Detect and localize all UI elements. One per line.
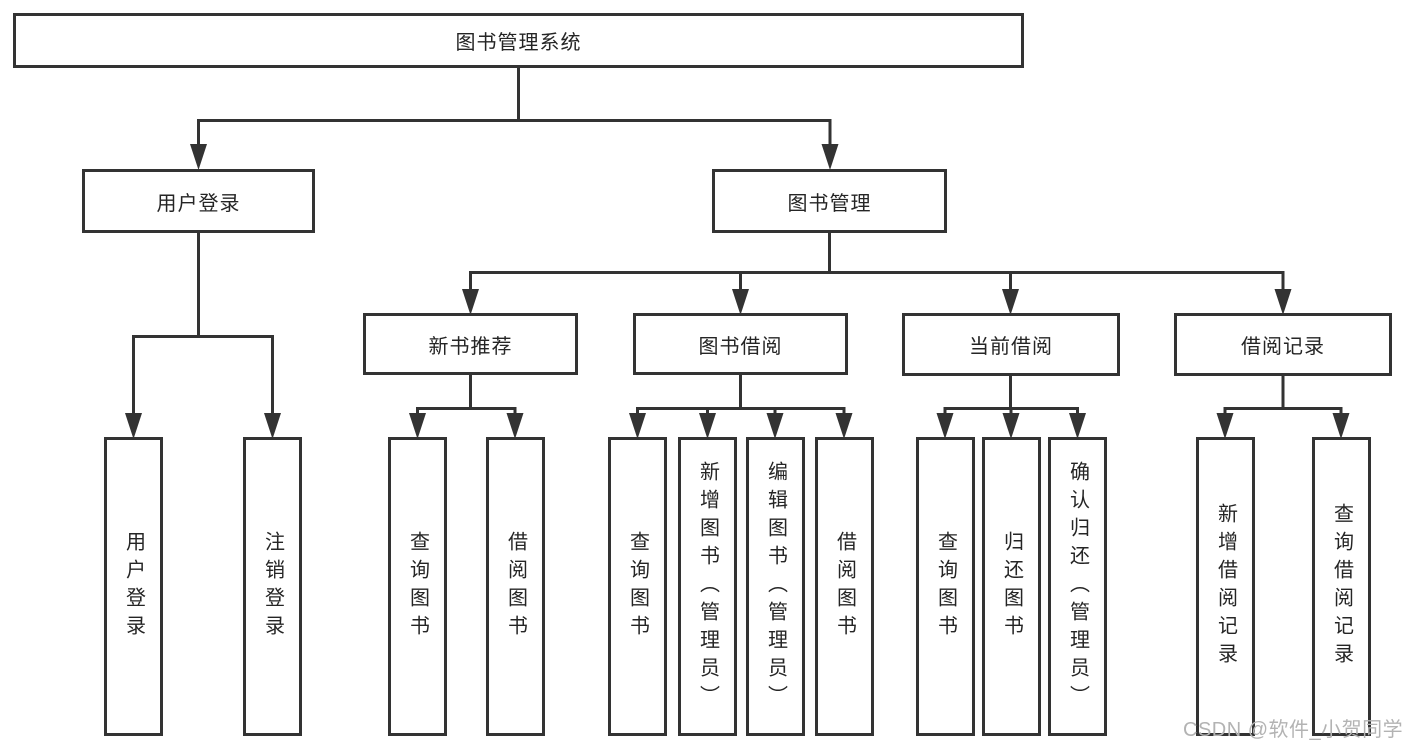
node-library-system: 图书管理系统 [13, 13, 1024, 68]
node-new-book-recommend: 新书推荐 [363, 313, 578, 375]
csdn-watermark: CSDN @软件_小贺同学 [1183, 719, 1404, 741]
node-current-borrow: 当前借阅 [902, 313, 1120, 376]
leaf-query-book-3: 查询图书 [916, 437, 975, 736]
leaf-query-borrow-record: 查询借阅记录 [1312, 437, 1371, 736]
node-user-login: 用户登录 [82, 169, 315, 233]
node-book-management: 图书管理 [712, 169, 947, 233]
leaf-edit-book-admin: 编辑图书（管理员） [746, 437, 805, 736]
leaf-add-borrow-record: 新增借阅记录 [1196, 437, 1255, 736]
leaf-confirm-return-admin: 确认归还（管理员） [1048, 437, 1107, 736]
node-book-borrow: 图书借阅 [633, 313, 848, 375]
leaf-logout: 注销登录 [243, 437, 302, 736]
leaf-query-book-2: 查询图书 [608, 437, 667, 736]
node-borrow-records: 借阅记录 [1174, 313, 1392, 376]
leaf-return-book: 归还图书 [982, 437, 1041, 736]
leaf-user-login: 用户登录 [104, 437, 163, 736]
leaf-borrow-book-1: 借阅图书 [486, 437, 545, 736]
leaf-borrow-book-2: 借阅图书 [815, 437, 874, 736]
leaf-add-book-admin: 新增图书（管理员） [678, 437, 737, 736]
leaf-query-book-1: 查询图书 [388, 437, 447, 736]
